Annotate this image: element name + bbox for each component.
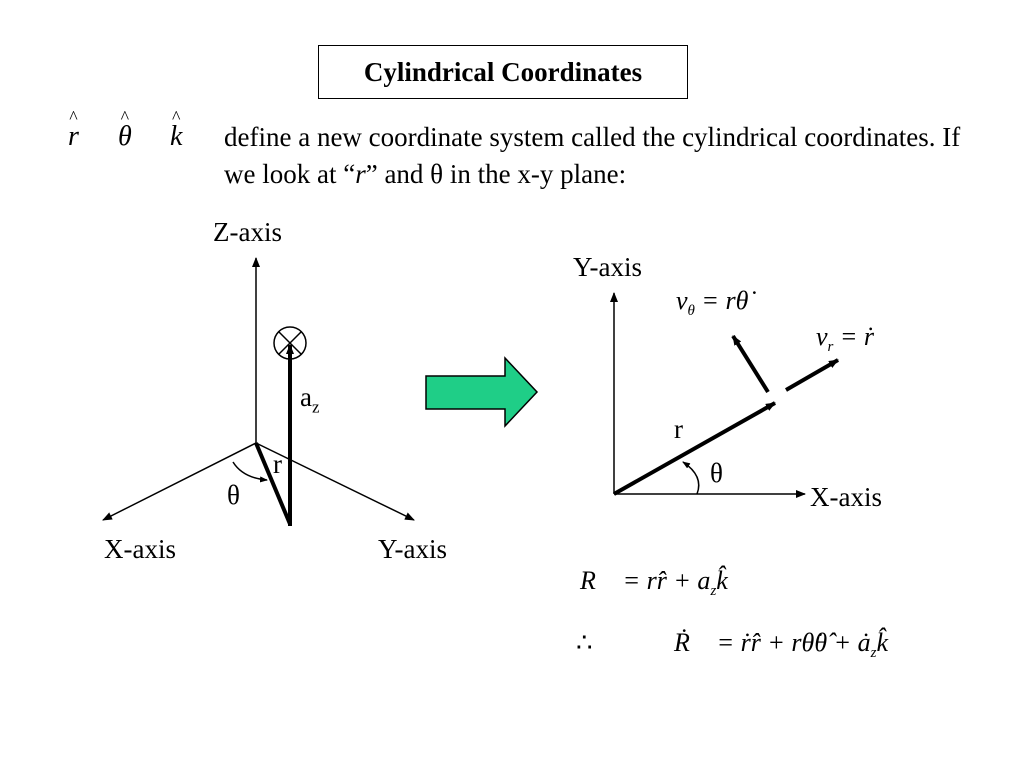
right-theta-arc	[682, 461, 700, 495]
v-theta-equation: vθ = rθ̇	[676, 286, 749, 320]
transition-arrow-icon	[425, 356, 539, 428]
left-r-label: r	[273, 449, 282, 479]
left-z-axis-label: Z-axis	[213, 217, 282, 247]
right-y-axis-label: Y-axis	[573, 252, 642, 282]
velocity-equation: Ṙ⃗ = ṙr̂ + rθ̇θ̂ + ȧzk̂	[674, 628, 889, 662]
position-equation: R⃗ = rr̂ + azk̂	[580, 566, 728, 600]
az-label: az	[300, 382, 320, 417]
right-r-vector	[613, 401, 776, 496]
page-title: Cylindrical Coordinates	[318, 45, 688, 99]
left-x-axis-label: X-axis	[104, 534, 176, 564]
r-hat-symbol: r	[68, 121, 79, 153]
right-r-label: r	[674, 414, 683, 444]
v-r-equation: vr = ṙ	[816, 322, 875, 356]
left-y-axis-line	[255, 442, 415, 521]
left-x-axis-line	[102, 442, 257, 521]
left-theta-label: θ	[227, 480, 240, 510]
k-hat-symbol: k	[170, 121, 182, 153]
left-y-axis-label: Y-axis	[378, 534, 447, 564]
title-text: Cylindrical Coordinates	[363, 56, 643, 87]
left-theta-arc	[232, 461, 268, 483]
intro-text: define a new coordinate system called th…	[224, 122, 961, 189]
v-theta-vector	[731, 334, 770, 394]
right-x-axis-label: X-axis	[810, 482, 882, 512]
v-r-vector	[785, 358, 839, 392]
theta-hat-symbol: θ	[118, 121, 132, 153]
left-r-vector	[254, 442, 292, 525]
therefore-symbol: ∴	[576, 628, 593, 657]
into-page-icon	[273, 326, 307, 360]
right-theta-label: θ	[710, 458, 723, 488]
